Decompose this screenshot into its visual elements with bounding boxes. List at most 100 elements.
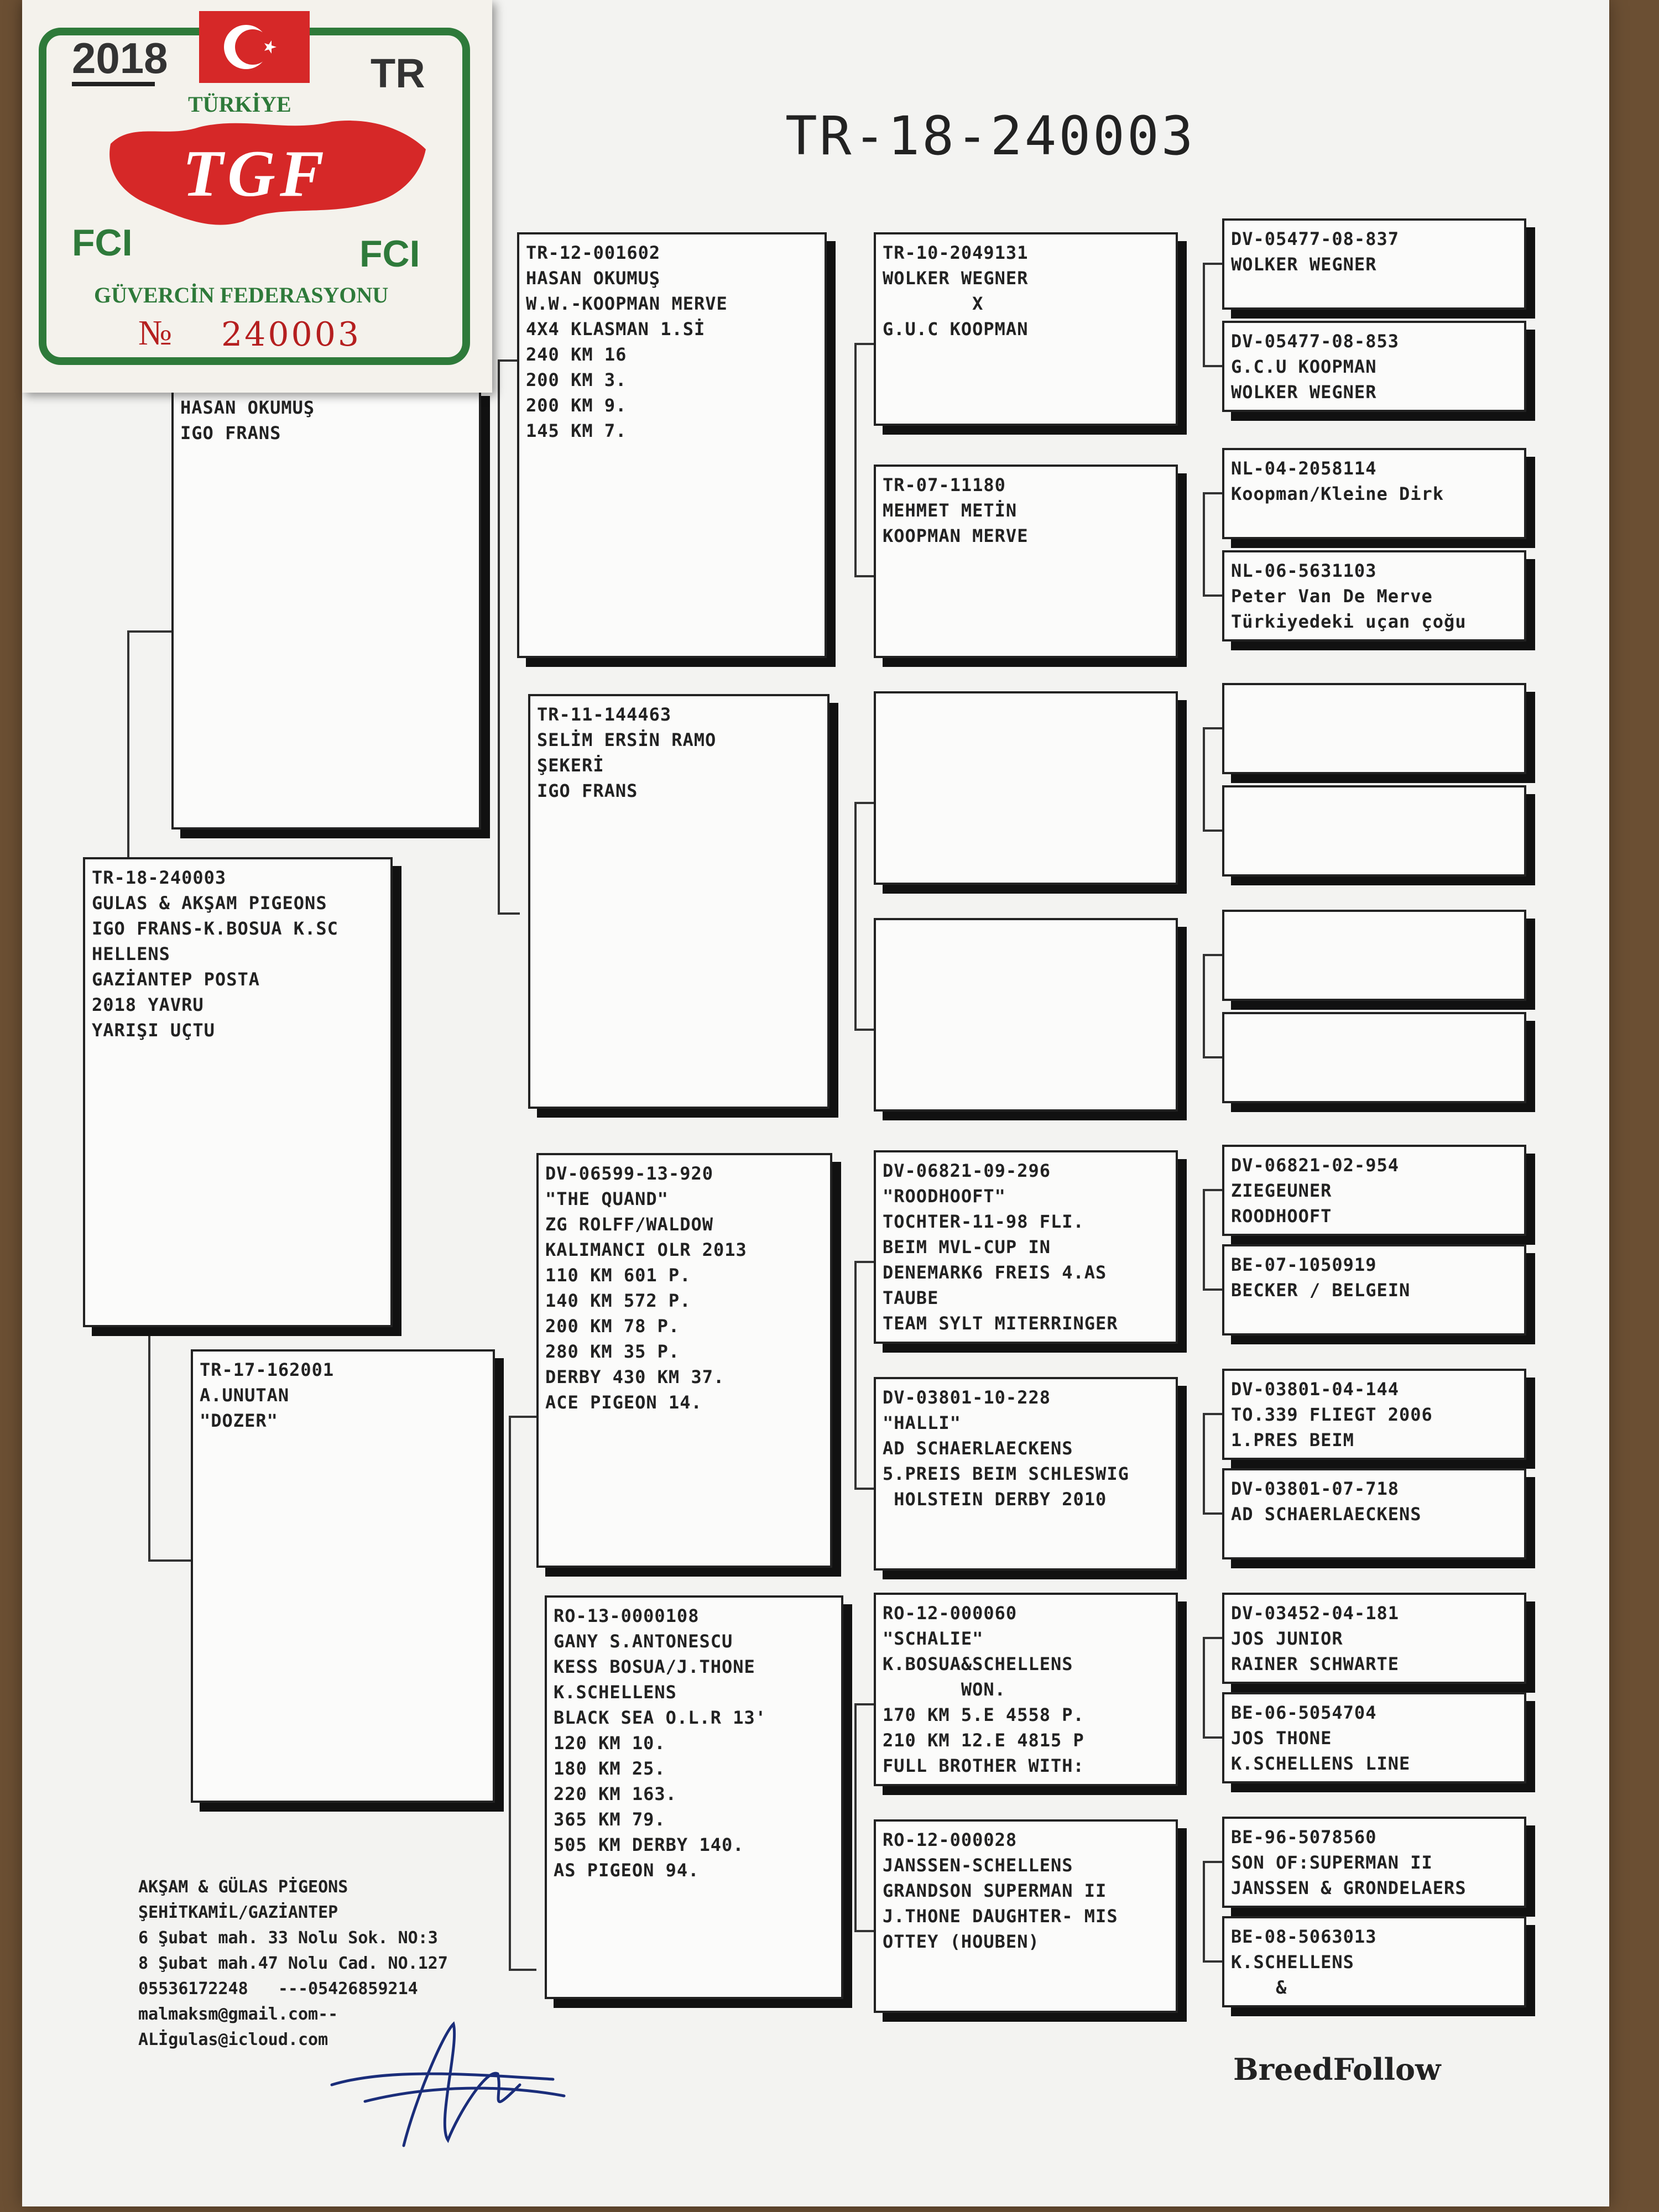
g-great-grandparent-box: DV-03801-07-718 AD SCHAERLAECKENS bbox=[1222, 1468, 1526, 1559]
connector bbox=[1203, 1861, 1225, 1863]
great-grandparent-box-text: TR-10-2049131 WOLKER WEGNER X G.U.C KOOP… bbox=[883, 242, 1029, 340]
connector bbox=[1203, 1413, 1205, 1512]
g-great-grandparent-box-text bbox=[1224, 1014, 1524, 1025]
sticker-number: 240003 bbox=[221, 315, 362, 354]
grandparent-box-text: TR-11-144463 SELİM ERSİN RAMO ŞEKERİ IGO… bbox=[537, 704, 717, 801]
sticker-fci-right: FCI bbox=[359, 233, 420, 275]
great-grandparent-box-text: RO-12-000060 "SCHALIE" K.BOSUA&SCHELLENS… bbox=[883, 1603, 1084, 1776]
sticker-number-prefix: № bbox=[138, 313, 173, 352]
connector bbox=[854, 343, 877, 345]
owner-contact: AKŞAM & GÜLAS PİGEONS ŞEHİTKAMİL/GAZİANT… bbox=[138, 1877, 448, 2049]
connector bbox=[1203, 492, 1225, 494]
g-great-grandparent-box-text: NL-04-2058114 Koopman/Kleine Dirk bbox=[1231, 458, 1444, 504]
great-grandparent-box-text: DV-03801-10-228 "HALLI" AD SCHAERLAECKEN… bbox=[883, 1387, 1129, 1510]
sticker-country-code: TR bbox=[371, 50, 425, 96]
grandparent-box: DV-06599-13-920 "THE QUAND" ZG ROLFF/WAL… bbox=[536, 1153, 832, 1568]
g-great-grandparent-box: DV-03801-04-144 TO.339 FLIEGT 2006 1.PRE… bbox=[1222, 1369, 1526, 1460]
g-great-grandparent-box: BE-96-5078560 SON OF:SUPERMAN II JANSSEN… bbox=[1222, 1817, 1526, 1908]
sticker-federation: GÜVERCİN FEDERASYONU bbox=[94, 283, 389, 307]
grandparent-box-text: TR-12-001602 HASAN OKUMUŞ W.W.-KOOPMAN M… bbox=[526, 242, 728, 441]
g-great-grandparent-box: DV-05477-08-837 WOLKER WEGNER bbox=[1222, 218, 1526, 310]
g-great-grandparent-box-text bbox=[1224, 912, 1524, 923]
grandparent-box-text: DV-06599-13-920 "THE QUAND" ZG ROLFF/WAL… bbox=[545, 1163, 747, 1413]
connector bbox=[498, 912, 520, 915]
great-grandparent-box bbox=[874, 691, 1178, 885]
sticker-country: TÜRKİYE bbox=[188, 92, 291, 117]
sticker-org: TGF bbox=[182, 137, 328, 210]
connector bbox=[1203, 727, 1225, 729]
g-great-grandparent-box-text: BE-08-5063013 K.SCHELLENS & bbox=[1231, 1926, 1377, 1998]
connector bbox=[1203, 1637, 1205, 1736]
grandparent-box-text: RO-13-0000108 GANY S.ANTONESCU KESS BOSU… bbox=[554, 1605, 767, 1881]
g-great-grandparent-box: DV-05477-08-853 G.C.U KOOPMAN WOLKER WEG… bbox=[1222, 321, 1526, 412]
g-great-grandparent-box: NL-04-2058114 Koopman/Kleine Dirk bbox=[1222, 448, 1526, 539]
turkey-map-icon bbox=[109, 121, 426, 225]
brand-logo: BreedFollow bbox=[1233, 2052, 1441, 2087]
g-great-grandparent-box-text: DV-05477-08-853 G.C.U KOOPMAN WOLKER WEG… bbox=[1231, 331, 1399, 403]
connector bbox=[1203, 263, 1225, 265]
connector bbox=[127, 630, 129, 863]
connector bbox=[1203, 1413, 1225, 1415]
connector bbox=[854, 802, 877, 804]
connector bbox=[1203, 365, 1225, 367]
sire-box: HASAN OKUMUŞ IGO FRANS bbox=[171, 387, 481, 830]
g-great-grandparent-box bbox=[1222, 1012, 1526, 1103]
g-great-grandparent-box-text bbox=[1224, 685, 1524, 696]
great-grandparent-box: DV-06821-09-296 "ROODHOOFT" TOCHTER-11-9… bbox=[874, 1150, 1178, 1344]
connector bbox=[854, 802, 857, 1029]
g-great-grandparent-box-text: BE-96-5078560 SON OF:SUPERMAN II JANSSEN… bbox=[1231, 1827, 1467, 1898]
great-grandparent-box-text: TR-07-11180 MEHMET METİN KOOPMAN MERVE bbox=[883, 474, 1029, 546]
grandparent-box: TR-11-144463 SELİM ERSİN RAMO ŞEKERİ IGO… bbox=[528, 694, 830, 1109]
connector bbox=[1203, 492, 1205, 594]
connector bbox=[854, 1930, 877, 1932]
ring-sticker: 2018 TR TÜRKİYE TGF FCI FCI GÜVERCİN FED… bbox=[22, 0, 492, 393]
g-great-grandparent-box-text: DV-06821-02-954 ZIEGEUNER ROODHOOFT bbox=[1231, 1155, 1399, 1227]
connector bbox=[1203, 830, 1225, 832]
connector bbox=[509, 1416, 536, 1418]
connector bbox=[1203, 1960, 1225, 1963]
sticker-fci-left: FCI bbox=[72, 222, 133, 264]
great-grandparent-box: RO-12-000060 "SCHALIE" K.BOSUA&SCHELLENS… bbox=[874, 1593, 1178, 1786]
g-great-grandparent-box bbox=[1222, 683, 1526, 774]
great-grandparent-box: DV-03801-10-228 "HALLI" AD SCHAERLAECKEN… bbox=[874, 1377, 1178, 1571]
year-underline bbox=[72, 82, 155, 86]
connector bbox=[509, 1969, 536, 1971]
connector bbox=[1203, 263, 1205, 365]
great-grandparent-box-text: DV-06821-09-296 "ROODHOOFT" TOCHTER-11-9… bbox=[883, 1160, 1118, 1334]
grandparent-box: RO-13-0000108 GANY S.ANTONESCU KESS BOSU… bbox=[545, 1595, 843, 1999]
g-great-grandparent-box: NL-06-5631103 Peter Van De Merve Türkiye… bbox=[1222, 550, 1526, 641]
g-great-grandparent-box-text: NL-06-5631103 Peter Van De Merve Türkiye… bbox=[1231, 560, 1467, 632]
connector bbox=[1203, 954, 1225, 956]
connector bbox=[854, 1029, 877, 1031]
g-great-grandparent-box-text bbox=[1224, 787, 1524, 799]
connector bbox=[1203, 727, 1205, 830]
g-great-grandparent-box: BE-08-5063013 K.SCHELLENS & bbox=[1222, 1916, 1526, 2007]
connector bbox=[1203, 1736, 1225, 1739]
great-grandparent-box: TR-10-2049131 WOLKER WEGNER X G.U.C KOOP… bbox=[874, 232, 1178, 426]
g-great-grandparent-box bbox=[1222, 785, 1526, 877]
page-title: TR-18-240003 bbox=[785, 105, 1196, 167]
sticker-year: 2018 bbox=[72, 34, 168, 82]
connector bbox=[1203, 1637, 1225, 1639]
connector bbox=[854, 1261, 877, 1263]
g-great-grandparent-box: BE-07-1050919 BECKER / BELGEIN bbox=[1222, 1244, 1526, 1335]
connector bbox=[854, 343, 857, 575]
flag-icon bbox=[199, 11, 310, 83]
connector bbox=[148, 1322, 150, 1559]
connector bbox=[854, 1703, 877, 1705]
connector bbox=[148, 1559, 192, 1562]
connector bbox=[1203, 1189, 1225, 1191]
connector bbox=[498, 359, 500, 912]
connector bbox=[1203, 1056, 1225, 1058]
g-great-grandparent-box: BE-06-5054704 JOS THONE K.SCHELLENS LINE bbox=[1222, 1692, 1526, 1783]
connector bbox=[1203, 1288, 1225, 1291]
great-grandparent-box bbox=[874, 918, 1178, 1112]
connector bbox=[1203, 1861, 1205, 1960]
sire-box-text: HASAN OKUMUŞ IGO FRANS bbox=[180, 397, 315, 444]
g-great-grandparent-box-text: BE-07-1050919 BECKER / BELGEIN bbox=[1231, 1254, 1411, 1301]
great-grandparent-box: TR-07-11180 MEHMET METİN KOOPMAN MERVE bbox=[874, 465, 1178, 658]
connector bbox=[509, 1416, 511, 1969]
connector bbox=[498, 359, 520, 362]
signature bbox=[330, 2021, 566, 2147]
subject-box-text: TR-18-240003 GULAS & AKŞAM PIGEONS IGO F… bbox=[92, 867, 338, 1041]
